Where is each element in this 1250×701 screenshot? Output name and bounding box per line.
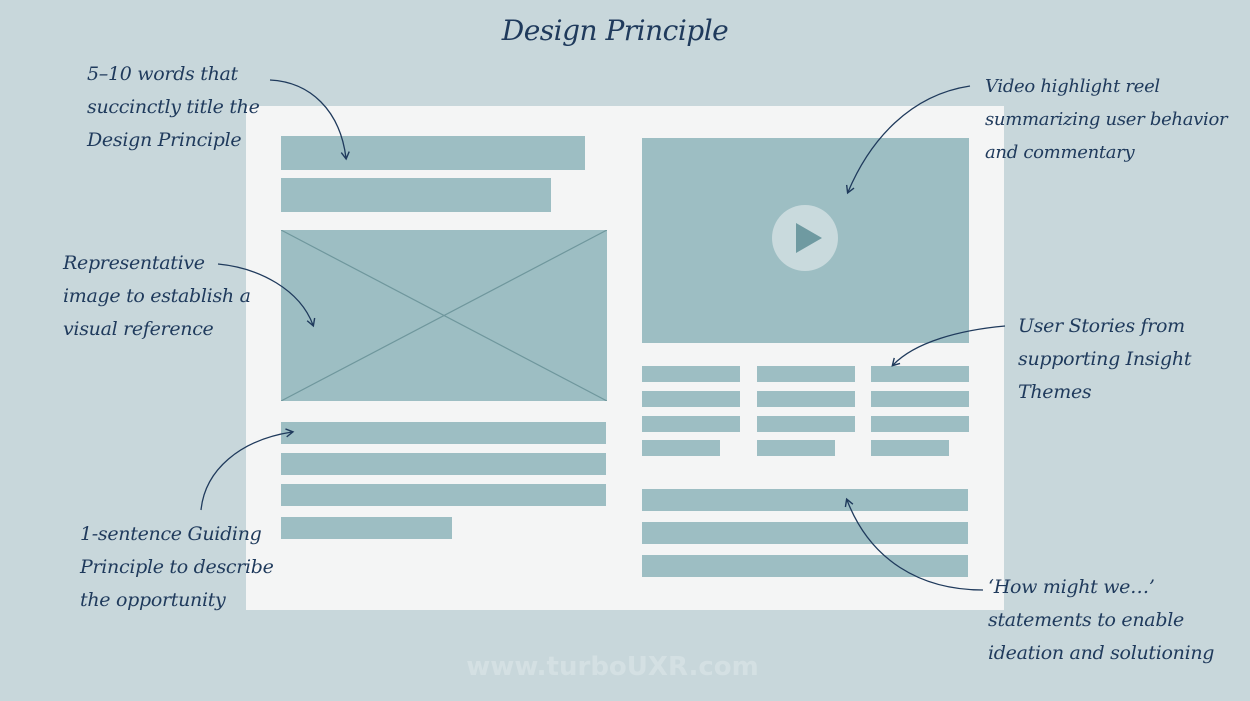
- play-icon: [796, 223, 822, 253]
- image-annotation: Representative image to establish a visu…: [63, 252, 251, 340]
- guiding-line-1: [281, 422, 606, 444]
- story-1-line-3: [642, 416, 740, 432]
- story-2-line-1: [757, 366, 855, 382]
- story-2-line-3: [757, 416, 855, 432]
- guiding-line-2: [281, 453, 606, 475]
- story-1-line-4: [642, 440, 720, 456]
- hmw-line-3: [642, 555, 968, 577]
- image-placeholder: [281, 230, 607, 401]
- story-1-line-2: [642, 391, 740, 407]
- guiding-line-3: [281, 484, 606, 506]
- story-2-line-2: [757, 391, 855, 407]
- title-annotation: 5–10 words that succinctly title the Des…: [87, 63, 260, 151]
- hmw-line-2: [642, 522, 968, 544]
- design-principle-card: [246, 106, 1004, 610]
- story-1-line-1: [642, 366, 740, 382]
- story-2-line-4: [757, 440, 835, 456]
- watermark: www.turboUXR.com: [466, 652, 759, 682]
- story-3-line-1: [871, 366, 969, 382]
- story-3-line-2: [871, 391, 969, 407]
- hmw-line-1: [642, 489, 968, 511]
- play-button[interactable]: [772, 205, 838, 271]
- story-3-line-3: [871, 416, 969, 432]
- page-title: Design Principle: [501, 14, 729, 47]
- crossed-box-icon: [281, 230, 607, 401]
- video-placeholder: [642, 138, 969, 343]
- title-bar-2: [281, 178, 551, 212]
- hmw-annotation: ‘How might we…’ statements to enable ide…: [988, 576, 1215, 664]
- title-bar-1: [281, 136, 585, 170]
- guiding-principle-annotation: 1-sentence Guiding Principle to describe…: [80, 523, 274, 611]
- guiding-line-4: [281, 517, 452, 539]
- user-stories-annotation: User Stories from supporting Insight The…: [1018, 315, 1192, 403]
- story-3-line-4: [871, 440, 949, 456]
- video-annotation: Video highlight reel summarizing user be…: [985, 76, 1228, 163]
